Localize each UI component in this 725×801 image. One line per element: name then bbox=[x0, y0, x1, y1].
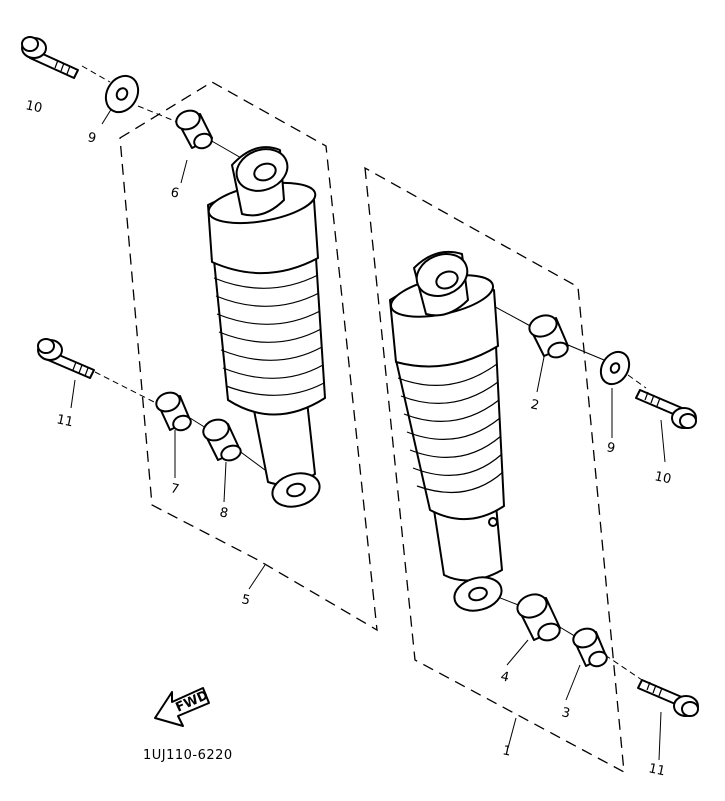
forward-arrow: FWD bbox=[154, 687, 211, 727]
collar-8 bbox=[202, 418, 242, 462]
callout-9-left: 9 bbox=[86, 130, 97, 146]
callout-10-right: 10 bbox=[653, 469, 672, 487]
assembly-outline-1 bbox=[364, 166, 625, 774]
callout-11-right: 11 bbox=[647, 761, 666, 779]
callout-6: 6 bbox=[169, 185, 180, 201]
shock-absorber-left bbox=[207, 146, 326, 508]
collar-3 bbox=[572, 627, 608, 668]
washer-9-right bbox=[599, 350, 631, 386]
callout-4: 4 bbox=[499, 669, 510, 685]
bolt-11-right bbox=[637, 679, 699, 717]
callout-2: 2 bbox=[529, 397, 540, 413]
bolt-10-left bbox=[21, 36, 79, 79]
collar-2 bbox=[528, 314, 569, 359]
callout-7: 7 bbox=[169, 481, 180, 497]
callout-10-left: 10 bbox=[24, 98, 43, 116]
washer-9-left bbox=[104, 74, 140, 114]
callout-3: 3 bbox=[560, 705, 571, 721]
callout-11-left: 11 bbox=[55, 412, 74, 430]
collar-4 bbox=[516, 593, 561, 642]
bolt-10-right bbox=[635, 389, 697, 429]
drawing-code: 1UJ110-6220 bbox=[143, 748, 233, 763]
collar-6 bbox=[175, 109, 213, 150]
bolt-11-left bbox=[37, 338, 95, 379]
assembly-outline-5 bbox=[119, 81, 378, 632]
callout-labels: 10 9 6 11 7 8 5 2 9 10 4 3 1 11 bbox=[24, 98, 672, 779]
callout-5: 5 bbox=[240, 592, 251, 608]
shock-absorber-right bbox=[389, 250, 505, 612]
callout-9-right: 9 bbox=[605, 440, 616, 456]
collar-7 bbox=[155, 391, 192, 432]
callout-8: 8 bbox=[218, 505, 229, 521]
callout-1: 1 bbox=[501, 743, 512, 759]
